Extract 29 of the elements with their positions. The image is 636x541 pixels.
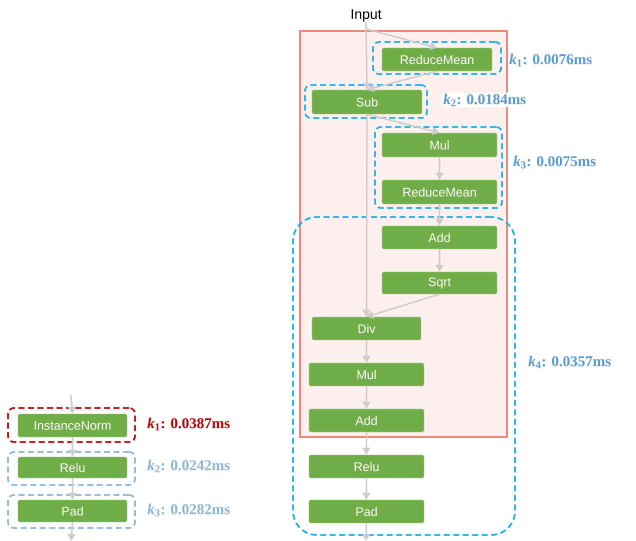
kernel-group [7,451,136,486]
kernel-group [374,126,503,209]
kernel-group [7,407,136,443]
operator-box: Sqrt [382,272,498,294]
operator-box: Add [382,226,498,250]
input-label: Input [352,9,382,22]
operator-box: Relu [18,456,128,478]
kernel-group [7,494,136,529]
operator-box: Div [312,316,422,340]
operator-box: Mul [308,362,424,386]
timing-label: k$_{4}$: 0.0357ms [527,354,612,370]
operator-box: Add [308,408,424,432]
operator-box: Sub [312,90,422,114]
operator-box: InstanceNorm [18,414,128,438]
timing-label: k$_{1}$: 0.0076ms [508,52,594,68]
operator-box: Pad [308,500,424,524]
operator-box: ReduceMean [382,180,498,204]
timing-label: k$_{3}$: 0.0282ms [146,502,232,518]
timing-label: k$_{2}$: 0.0242ms [146,458,232,474]
operator-box: ReduceMean [382,48,492,72]
timing-label: k$_{1}$: 0.0387ms [146,416,232,432]
operator-box: Pad [18,500,128,522]
kernel-group [292,216,516,536]
timing-label: k$_{2}$: 0.0184ms [442,92,528,108]
timing-label: k$_{3}$: 0.0075ms [512,154,598,170]
kernel-group [372,41,502,75]
operator-box: Mul [382,132,498,158]
kernel-group [304,84,428,119]
operator-box: Relu [308,454,424,478]
